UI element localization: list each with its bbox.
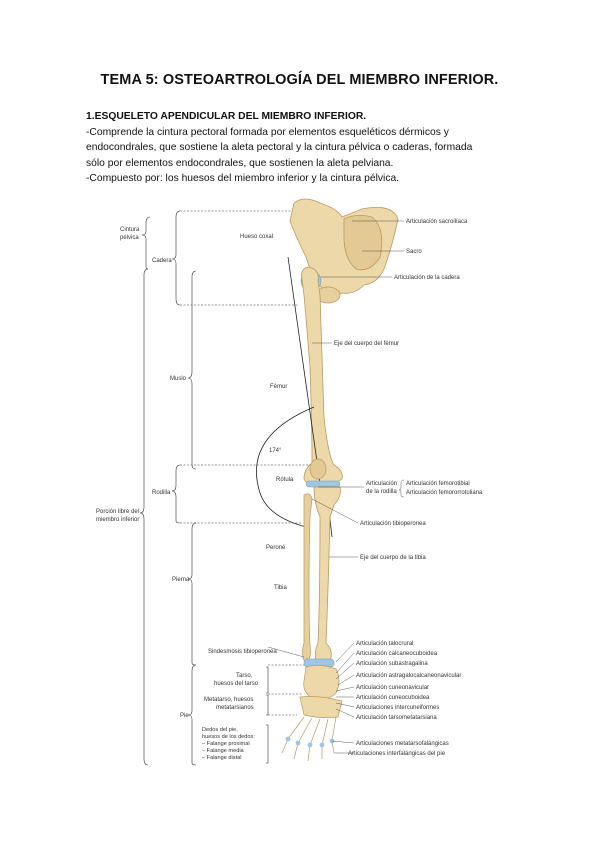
label-cadera: Cadera xyxy=(152,258,172,264)
label-art-astragalocalcaneonavicular: Articulación astragalocalcaneonavicular xyxy=(356,673,461,679)
label-pie: Pie xyxy=(180,713,189,719)
label-dedos-4: – Falange media xyxy=(202,748,245,754)
label-femur: Fémur xyxy=(270,384,287,390)
label-art-intercuneiformes: Articulaciones intercuneiformes xyxy=(356,705,439,711)
label-metatarso-2: metatarsianos xyxy=(216,705,254,711)
label-metatarso-1: Metatarso, huesos xyxy=(204,697,253,703)
label-perone: Peroné xyxy=(266,545,286,551)
label-sacro: Sacro xyxy=(406,249,422,255)
label-tarso-1: Tarso, xyxy=(236,673,253,679)
label-art-tibioperonea: Articulación tibioperonea xyxy=(360,521,426,527)
leader-lines xyxy=(267,220,404,754)
paragraph-line: sólo por elementos endocondrales, que so… xyxy=(86,157,394,169)
section-text: 1.ESQUELETO APENDICULAR DEL MIEMBRO INFE… xyxy=(86,109,516,187)
label-dedos-5: – Falange distal xyxy=(202,755,242,761)
tibia-bone xyxy=(313,486,341,664)
label-eje-femur: Eje del cuerpo del fémur xyxy=(334,341,399,347)
region-brackets xyxy=(139,210,269,766)
foot-bones xyxy=(281,665,343,762)
angle-arc xyxy=(256,406,315,528)
femur-axis-line xyxy=(287,256,323,498)
section-heading: 1.ESQUELETO APENDICULAR DEL MIEMBRO INFE… xyxy=(86,111,367,122)
knee-joint-cartilage xyxy=(305,480,341,488)
lower-limb-skeleton-figure: Cintura pélvica Cadera Muslo Rodilla Por… xyxy=(92,197,498,767)
label-art-cuneocuboidea: Articulación cuneocuboidea xyxy=(356,695,430,701)
label-art-subastragalina: Articulación subastragalina xyxy=(356,661,428,667)
label-porcion-1: Porción libre del xyxy=(96,509,139,515)
label-angle: 174° xyxy=(269,448,282,454)
label-cintura-pelvica-2: pélvica xyxy=(120,235,139,241)
label-art-calcaneocuboidea: Articulación calcaneocuboidea xyxy=(356,651,438,657)
skeleton-illustration: Cintura pélvica Cadera Muslo Rodilla Por… xyxy=(96,198,483,766)
label-art-rodilla-2: de la rodilla xyxy=(366,489,397,495)
label-art-interfalangicas: Articulaciones interfalángicas del pie xyxy=(348,751,446,757)
paragraph-line: -Comprende la cintura pectoral formada p… xyxy=(86,126,449,138)
label-dedos-1: Dedos del pie, xyxy=(202,727,238,733)
fibula-bone xyxy=(302,493,313,664)
label-tibia: Tibia xyxy=(274,585,287,591)
patella-bone xyxy=(309,458,327,480)
label-art-cadera: Articulación de la cadera xyxy=(394,275,460,281)
label-rodilla: Rodilla xyxy=(152,490,171,496)
label-art-tarsometatarsiana: Articulación tarsometatarsiana xyxy=(356,715,437,721)
foot-joint-cartilage xyxy=(285,736,335,748)
label-art-femorotibial: Articulación femorotibial xyxy=(406,481,470,487)
label-cintura-pelvica-1: Cintura xyxy=(120,227,140,233)
label-dedos-2: huesos de los dedos: xyxy=(202,734,255,740)
label-porcion-2: miembro inferior xyxy=(96,517,139,523)
label-art-femororrotuliana: Articulación femororrotuliana xyxy=(406,490,483,496)
label-art-talocrural: Articulación talocrural xyxy=(356,641,413,647)
label-eje-tibia: Eje del cuerpo de la tibia xyxy=(360,555,426,561)
knee-brace xyxy=(398,479,405,498)
label-dedos-3: – Falange proximal xyxy=(202,741,250,747)
label-muslo: Muslo xyxy=(170,376,187,382)
label-rotula: Rótula xyxy=(276,477,294,483)
label-art-cuneonavicular: Articulación cuneonavicular xyxy=(356,685,429,691)
label-hueso-coxal: Hueso coxal xyxy=(240,234,273,240)
page-title: TEMA 5: OSTEOARTROLOGÍA DEL MIEMBRO INFE… xyxy=(100,72,499,88)
pelvis-bone xyxy=(289,198,399,304)
paragraph-line: endocondrales, que sostiene la aleta pec… xyxy=(86,142,473,154)
label-art-rodilla-1: Articulación xyxy=(366,481,397,487)
paragraph-line: -Compuesto por: los huesos del miembro i… xyxy=(86,173,400,185)
label-art-sacroiliaca: Articulación sacroilíaca xyxy=(406,219,468,225)
label-sindesmosis: Sindesmosis tibioperonea xyxy=(208,649,277,655)
region-dividers xyxy=(180,210,322,716)
label-pierna: Pierna xyxy=(172,577,190,583)
label-art-metatarsofalangicas: Articulaciones metatarsofalángicas xyxy=(356,741,449,747)
label-tarso-2: huesos del tarso xyxy=(214,681,259,687)
